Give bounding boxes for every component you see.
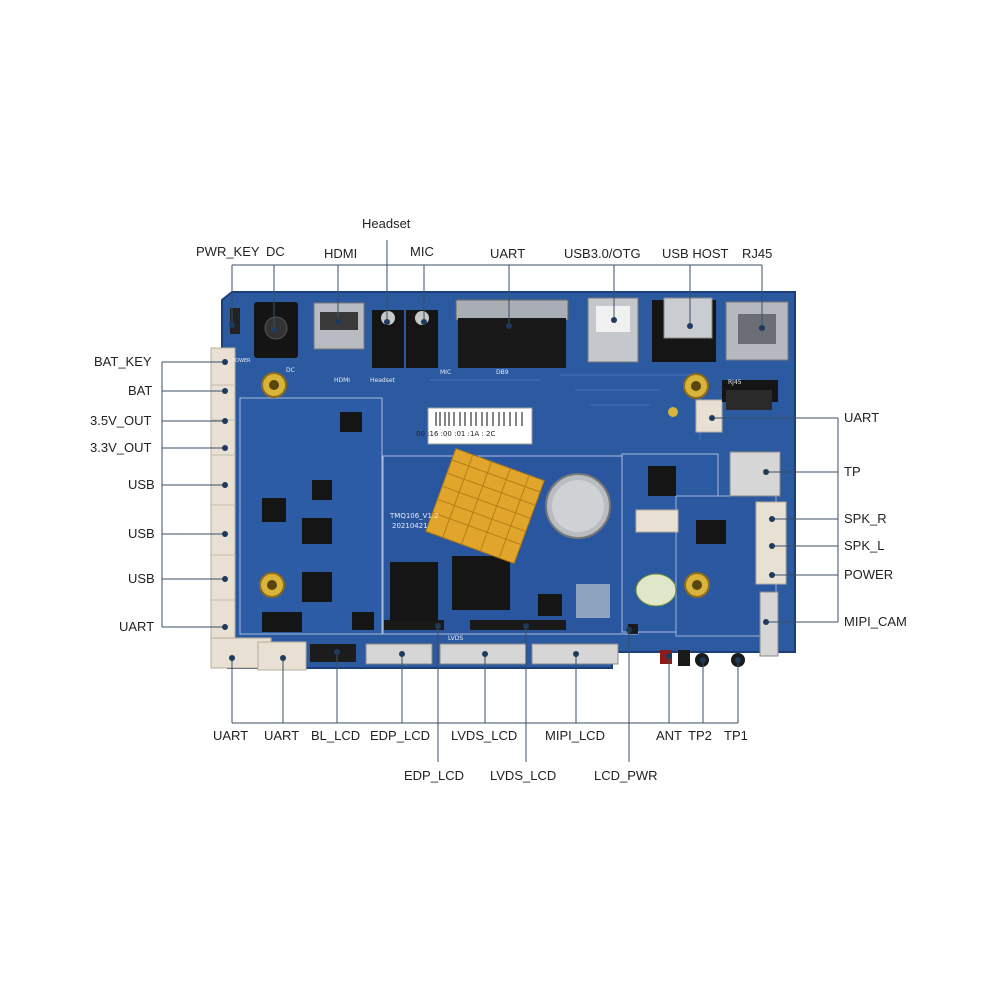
- label-bat: BAT: [128, 383, 153, 398]
- db9-silk: DB9: [496, 369, 509, 376]
- label-lcd-pwr: LCD_PWR: [594, 768, 658, 783]
- headset-silk: Headset: [370, 377, 396, 384]
- label-headset: Headset: [362, 216, 411, 231]
- mac-text: 00 :16 :00 :01 :1A : 2C: [416, 430, 495, 438]
- label-3v3-out: 3.3V_OUT: [90, 440, 152, 455]
- label-power: POWER: [844, 567, 894, 582]
- label-tp1: TP1: [724, 728, 748, 743]
- rj45-silk: RJ45: [728, 379, 742, 386]
- lvds-silk: LVDS: [448, 635, 463, 642]
- label-ant: ANT: [656, 728, 682, 743]
- chips: [262, 390, 772, 632]
- label-spk-r: SPK_R: [844, 511, 887, 526]
- connection-dots: [222, 317, 775, 663]
- label-uart-left: UART: [119, 619, 155, 634]
- label-mipi-lcd: MIPI_LCD: [545, 728, 605, 743]
- label-uart-bottom-1: UART: [213, 728, 249, 743]
- label-usb-left-3: USB: [128, 571, 155, 586]
- label-tp2: TP2: [688, 728, 712, 743]
- label-bl-lcd: BL_LCD: [311, 728, 361, 743]
- mic-silk: MIC: [440, 369, 451, 376]
- qc-sticker: [635, 573, 677, 607]
- top-connectors: [230, 297, 789, 368]
- coin-battery: [545, 473, 611, 539]
- label-lvds-lcd-2: LVDS_LCD: [490, 768, 557, 783]
- label-mipi-cam: MIPI_CAM: [844, 614, 907, 629]
- label-edp-lcd-2: EDP_LCD: [404, 768, 464, 783]
- label-mic: MIC: [410, 244, 434, 259]
- hdmi-silk: HDMI: [334, 377, 350, 384]
- label-pwr-key: PWR_KEY: [196, 244, 260, 259]
- label-hdmi: HDMI: [324, 246, 358, 261]
- leader-lines: [161, 240, 839, 762]
- label-uart-bottom-2: UART: [264, 728, 300, 743]
- label-uart-right: UART: [844, 410, 880, 425]
- label-bat-key: BAT_KEY: [94, 354, 152, 369]
- label-tp: TP: [844, 464, 861, 479]
- heatsink: [425, 447, 545, 565]
- label-usb-left-1: USB: [128, 477, 155, 492]
- label-3v5-out: 3.5V_OUT: [90, 413, 152, 428]
- label-rj45: RJ45: [742, 246, 773, 261]
- mounting-holes: [259, 372, 710, 598]
- power-silk: POWER: [232, 358, 251, 364]
- model-silk: TMQ106_V1.2: [389, 512, 439, 520]
- dc-silk: DC: [286, 367, 295, 374]
- label-dc: DC: [266, 244, 285, 259]
- label-uart-top: UART: [490, 246, 526, 261]
- label-spk-l: SPK_L: [844, 538, 885, 553]
- side-connectors: [210, 347, 787, 671]
- label-usb-left-2: USB: [128, 526, 155, 541]
- label-edp-lcd: EDP_LCD: [370, 728, 430, 743]
- mac-barcode: [435, 412, 523, 426]
- label-usb-host: USB HOST: [662, 246, 729, 261]
- date-silk: 20210421: [392, 522, 428, 530]
- label-usb3-otg: USB3.0/OTG: [564, 246, 641, 261]
- label-lvds-lcd: LVDS_LCD: [451, 728, 518, 743]
